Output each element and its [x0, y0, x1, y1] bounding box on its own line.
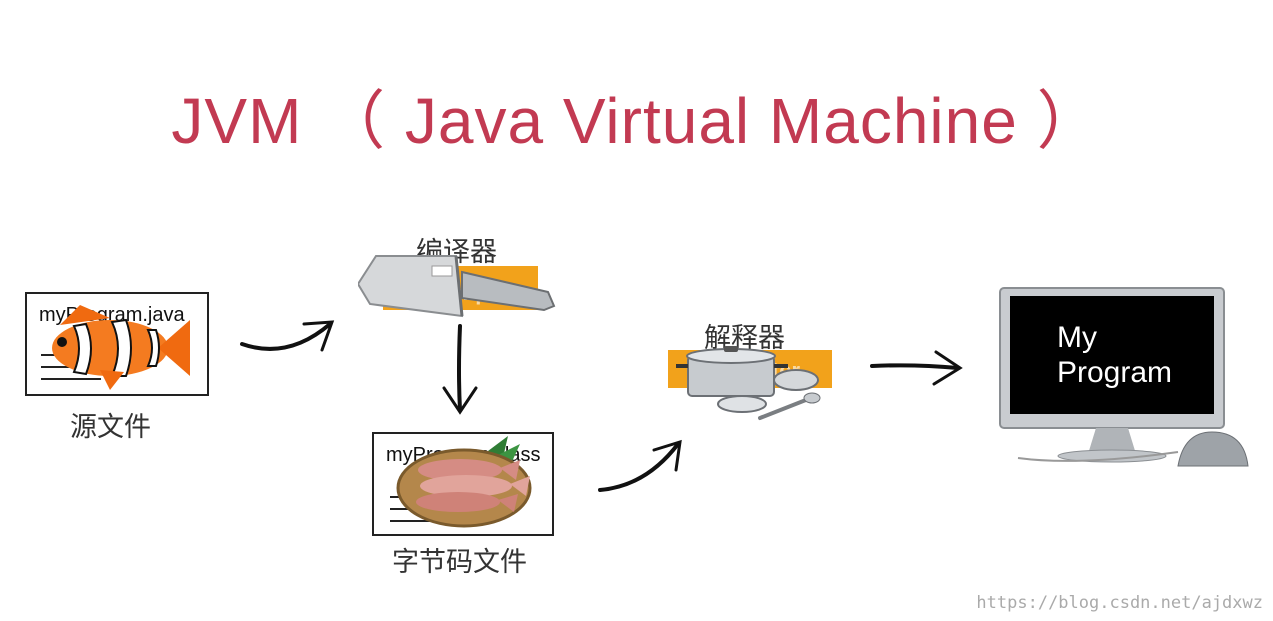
cookware-icon	[676, 346, 821, 420]
source-label: 源文件	[70, 412, 151, 443]
arrow-icon	[598, 439, 682, 492]
page-title: JVM （ Java Virtual Machine ）	[171, 85, 1102, 157]
cleaver-icon	[358, 255, 556, 318]
monitor-icon	[999, 287, 1249, 467]
monitor-text-line2: Program	[1057, 356, 1173, 389]
clownfish-icon	[52, 305, 190, 390]
bytecode-label: 字节码文件	[392, 547, 527, 578]
arrow-icon	[442, 324, 478, 415]
fish-basket-icon	[396, 436, 532, 528]
arrow-icon	[240, 320, 335, 352]
arrow-icon	[870, 350, 963, 386]
text-line	[390, 520, 450, 522]
monitor-text-line1: My	[1057, 321, 1097, 354]
text-line	[41, 378, 101, 380]
watermark: https://blog.csdn.net/ajdxwz	[976, 593, 1263, 613]
